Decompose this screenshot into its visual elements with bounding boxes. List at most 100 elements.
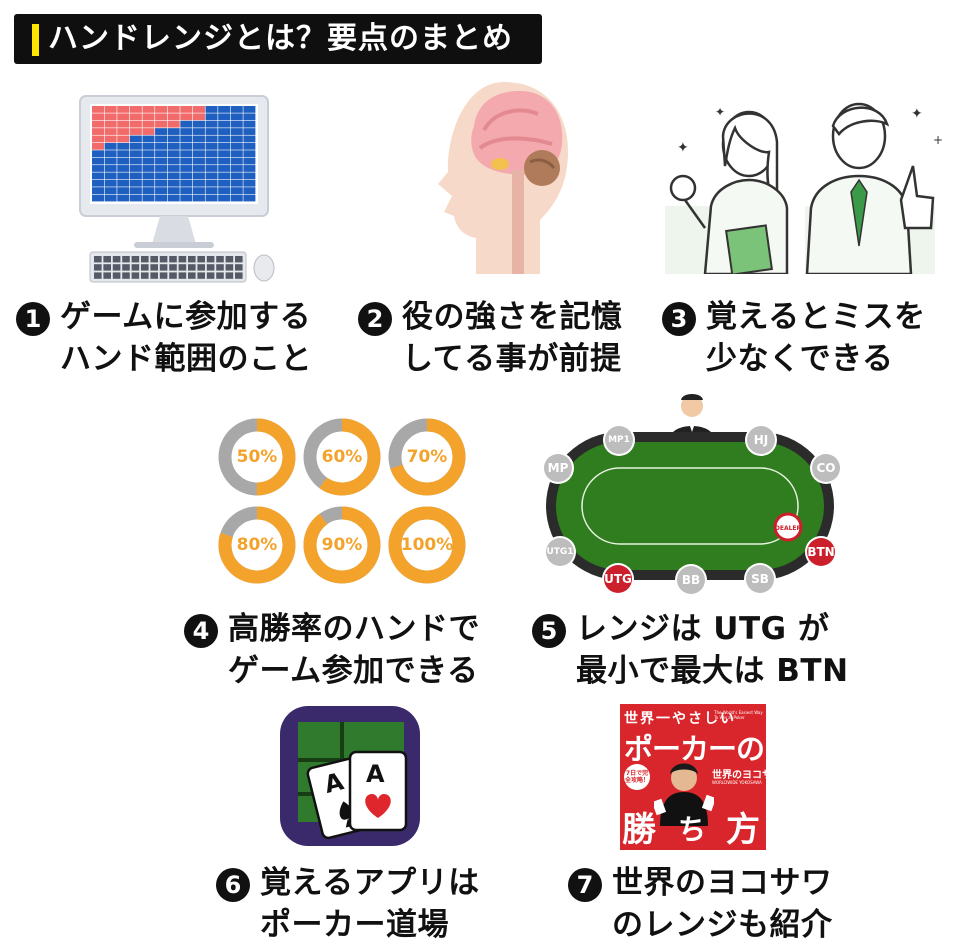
poker-dojo-app-icon: A A: [280, 706, 420, 846]
range-cell: [192, 165, 205, 172]
donut-100: 100%: [388, 506, 466, 588]
point-5: 5 レンジは UTG が 最小で最大は BTN: [532, 608, 849, 692]
range-cell: [230, 187, 243, 195]
range-cell: [180, 120, 193, 128]
range-cell: [205, 179, 218, 187]
range-cell: [230, 172, 243, 180]
range-cell: [92, 194, 105, 202]
point-4-line-1: 高勝率のハンドで: [228, 611, 480, 647]
range-cell: [180, 113, 193, 121]
keyboard-key: [150, 264, 158, 271]
point-6: 6 覚えるアプリは ポーカー道場: [216, 862, 480, 946]
range-cell: [155, 142, 168, 150]
seat-btn: BTN: [807, 538, 835, 566]
range-cell: [142, 165, 155, 172]
range-cell: [192, 150, 205, 158]
range-cell: [92, 135, 105, 143]
range-cell: [92, 187, 105, 195]
keyboard-key: [178, 264, 187, 271]
range-cell: [117, 128, 130, 135]
range-cell: [205, 194, 218, 202]
keyboard-key: [141, 272, 149, 279]
keyboard-key: [141, 264, 149, 271]
range-cell: [167, 113, 180, 121]
donut-chart: [303, 506, 381, 584]
range-cell: [192, 194, 205, 202]
svg-text:✦: ✦: [715, 105, 725, 119]
keyboard-key: [131, 264, 140, 271]
range-cell: [104, 142, 117, 150]
range-cell: [117, 106, 130, 113]
range-cell: [192, 128, 205, 135]
range-cell: [142, 194, 155, 202]
range-cell: [129, 194, 142, 202]
range-cell: [167, 172, 180, 180]
range-cell: [117, 187, 130, 195]
range-cell: [142, 187, 155, 195]
point-6-line-2: ポーカー道場: [260, 907, 449, 943]
range-cell: [205, 128, 218, 135]
range-cell: [230, 194, 243, 202]
keyboard-key: [112, 256, 121, 263]
range-cell: [243, 165, 256, 172]
range-cell: [180, 165, 193, 172]
two-people-illustration: ✦ ✦ ✦ +: [665, 102, 943, 274]
book-bottom-right: 方: [726, 810, 760, 850]
range-cell: [117, 142, 130, 150]
range-cell: [92, 157, 105, 165]
range-cell: [218, 113, 231, 121]
point-2: 2 役の強さを記憶 してる事が前提: [358, 296, 623, 380]
range-cell: [129, 150, 142, 158]
keyboard-key: [94, 256, 102, 263]
seat-hj: HJ: [747, 426, 775, 454]
keyboard-key: [235, 264, 243, 271]
range-cell: [155, 135, 168, 143]
range-cell: [180, 187, 193, 195]
range-cell: [155, 113, 168, 121]
range-cell: [117, 113, 130, 121]
range-cell: [142, 179, 155, 187]
range-cell: [218, 128, 231, 135]
range-cell: [167, 142, 180, 150]
keyboard-key: [169, 272, 177, 279]
point-number-badge: 3: [662, 302, 696, 336]
range-cell: [167, 179, 180, 187]
range-cell: [192, 142, 205, 150]
keyboard-key: [216, 272, 224, 279]
range-cell: [192, 135, 205, 143]
range-cell: [230, 113, 243, 121]
keyboard-key: [94, 272, 102, 279]
keyboard-key: [197, 272, 205, 279]
page-title: ハンドレンジとは？要点のまとめ: [48, 21, 513, 56]
range-cell: [230, 106, 243, 113]
range-cell: [129, 165, 142, 172]
seat-bb: BB: [677, 566, 705, 594]
keyboard-key: [122, 256, 130, 263]
keyboard-key: [159, 256, 168, 263]
range-cell: [218, 150, 231, 158]
card-rank-heart: A: [366, 760, 385, 788]
range-cell: [180, 172, 193, 180]
range-cell: [155, 157, 168, 165]
range-cell: [180, 194, 193, 202]
keyboard-key: [122, 264, 130, 271]
range-cell: [129, 135, 142, 143]
range-cell: [104, 113, 117, 121]
range-cell: [218, 165, 231, 172]
range-cell: [243, 187, 256, 195]
range-cell: [218, 120, 231, 128]
range-cell: [104, 179, 117, 187]
range-cell: [167, 128, 180, 135]
range-cell: [180, 157, 193, 165]
point-1-line-2: ハンド範囲のこと: [60, 341, 312, 377]
range-cell: [218, 106, 231, 113]
keyboard-key: [159, 264, 168, 271]
donut-label: 90%: [321, 535, 363, 555]
point-3: 3 覚えるとミスを 少なくできる: [662, 296, 926, 380]
book-bottom-left: 勝: [622, 810, 656, 850]
book-title-text: ポーカーの: [624, 732, 765, 766]
range-cell: [129, 157, 142, 165]
seat-co: CO: [812, 454, 840, 482]
range-cell: [104, 120, 117, 128]
keyboard-key: [94, 264, 102, 271]
